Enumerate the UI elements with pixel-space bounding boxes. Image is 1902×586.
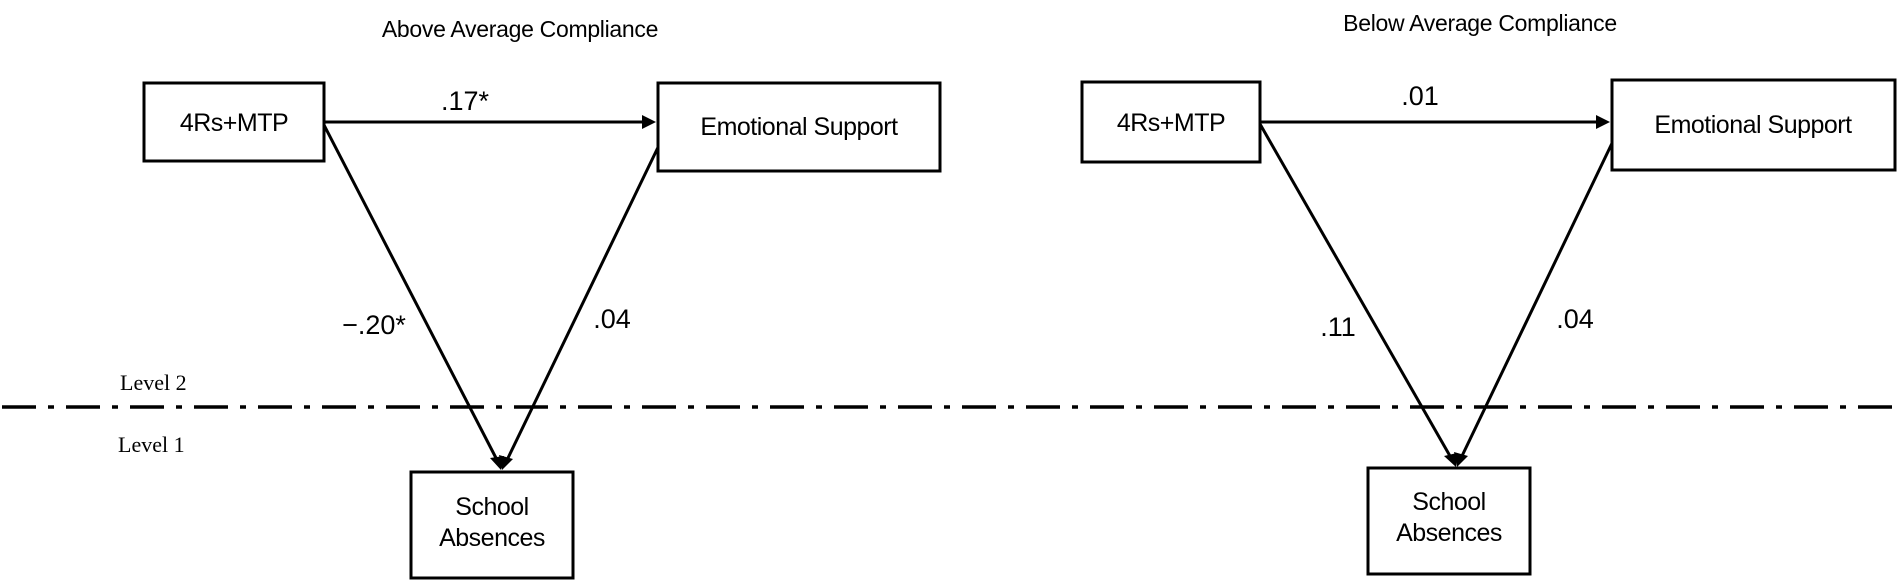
panel-title: Below Average Compliance <box>1343 10 1617 36</box>
coefficient-mediator-to-outcome: .04 <box>1556 304 1594 334</box>
node-outcome-label-line1: School <box>1412 488 1485 516</box>
panel-above-average: Above Average Compliance 4Rs+MTP Emotion… <box>142 16 942 580</box>
node-mediator <box>656 81 942 173</box>
edge-mediator-to-outcome-arrowhead <box>499 455 513 470</box>
panel-below-average: Below Average Compliance 4Rs+MTP Emotion… <box>1080 10 1897 576</box>
node-mediator-label: Emotional Support <box>1654 111 1852 139</box>
node-outcome-label-line1: School <box>455 493 528 521</box>
level-2-label: Level 2 <box>120 370 187 395</box>
coefficient-predictor-to-outcome: −.20* <box>342 310 406 340</box>
coefficient-predictor-to-mediator: .01 <box>1401 81 1439 111</box>
node-outcome <box>1366 466 1532 576</box>
coefficient-mediator-to-outcome: .04 <box>593 304 631 334</box>
edge-predictor-to-outcome <box>1258 123 1452 457</box>
node-predictor-label: 4Rs+MTP <box>1117 109 1225 137</box>
edge-predictor-to-mediator-arrowhead <box>1596 115 1610 129</box>
edge-predictor-to-outcome <box>322 124 498 459</box>
node-predictor <box>142 81 326 163</box>
panel-title: Above Average Compliance <box>382 16 658 42</box>
node-predictor <box>1080 80 1262 164</box>
edge-mediator-to-outcome <box>1460 136 1617 457</box>
coefficient-predictor-to-outcome: .11 <box>1320 312 1356 342</box>
node-predictor-label: 4Rs+MTP <box>180 109 288 137</box>
level-divider-group: Level 2 Level 1 <box>2 370 1900 457</box>
edge-predictor-to-outcome-arrowhead <box>1444 453 1457 467</box>
node-outcome <box>409 470 575 580</box>
edge-mediator-to-outcome-arrowhead <box>1454 452 1468 467</box>
node-mediator <box>1610 78 1897 172</box>
node-outcome-label-line2: Absences <box>439 524 545 552</box>
edge-predictor-to-mediator-arrowhead <box>642 115 656 129</box>
level-1-label: Level 1 <box>118 432 185 457</box>
node-mediator-label: Emotional Support <box>700 113 898 141</box>
edge-mediator-to-outcome <box>506 136 665 459</box>
node-outcome-label-line2: Absences <box>1396 519 1502 547</box>
coefficient-predictor-to-mediator: .17* <box>441 86 490 116</box>
